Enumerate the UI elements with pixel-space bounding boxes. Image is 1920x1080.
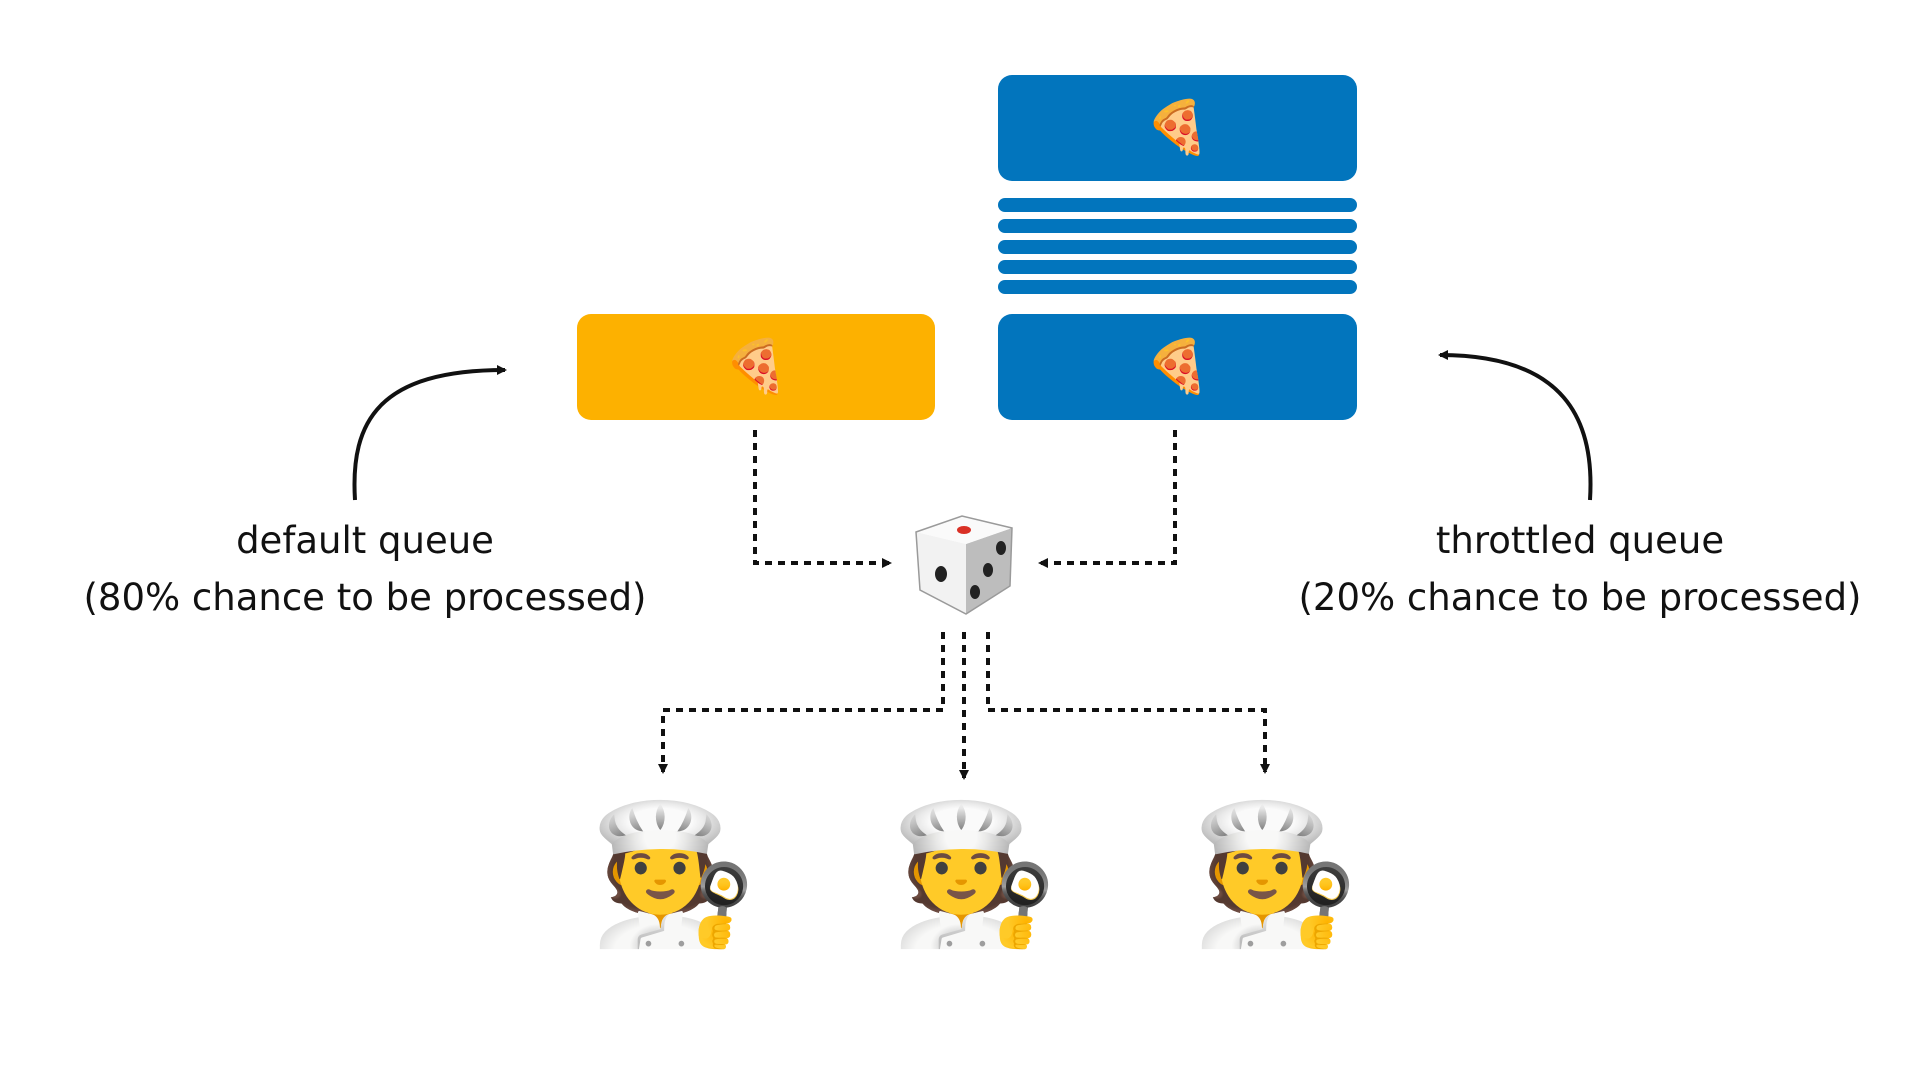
throttled-queue-label: throttled queue (20% chance to be proces… xyxy=(1270,512,1890,626)
cook-icon: 🧑‍🍳 xyxy=(889,796,1059,954)
cook-icon: 🧑‍🍳 xyxy=(588,796,758,954)
default-queue-label-chance: (80% chance to be processed) xyxy=(83,576,647,619)
throttled-to-dice-arrow xyxy=(1038,430,1177,568)
dice-to-cook-right-arrow xyxy=(986,632,1270,774)
default-queue-label: default queue (80% chance to be processe… xyxy=(60,512,670,626)
dice-icon xyxy=(915,515,1013,615)
default-to-dice-arrow xyxy=(753,430,892,568)
throttled-queue-backlog-line xyxy=(998,240,1357,254)
throttled-queue-label-title: throttled queue xyxy=(1435,519,1725,562)
default-label-arrow xyxy=(352,365,507,501)
dice-to-cook-left-arrow xyxy=(658,632,945,774)
throttled-queue-backlog-line xyxy=(998,260,1357,274)
pizza-icon: 🍕 xyxy=(723,337,789,397)
cook-icon: 🧑‍🍳 xyxy=(1190,796,1360,954)
default-queue-item: 🍕 xyxy=(577,314,935,420)
throttled-label-arrow xyxy=(1438,350,1593,501)
default-queue-label-title: default queue xyxy=(236,519,494,562)
throttled-queue-backlog-line xyxy=(998,280,1357,294)
throttled-queue-backlog-line xyxy=(998,219,1357,233)
pizza-icon: 🍕 xyxy=(1145,98,1210,158)
throttled-queue-item-bottom: 🍕 xyxy=(998,314,1357,420)
throttled-queue-backlog-line xyxy=(998,198,1357,212)
pizza-icon: 🍕 xyxy=(1145,337,1210,397)
throttled-queue-label-chance: (20% chance to be processed) xyxy=(1298,576,1862,619)
throttled-queue-item-top: 🍕 xyxy=(998,75,1357,181)
